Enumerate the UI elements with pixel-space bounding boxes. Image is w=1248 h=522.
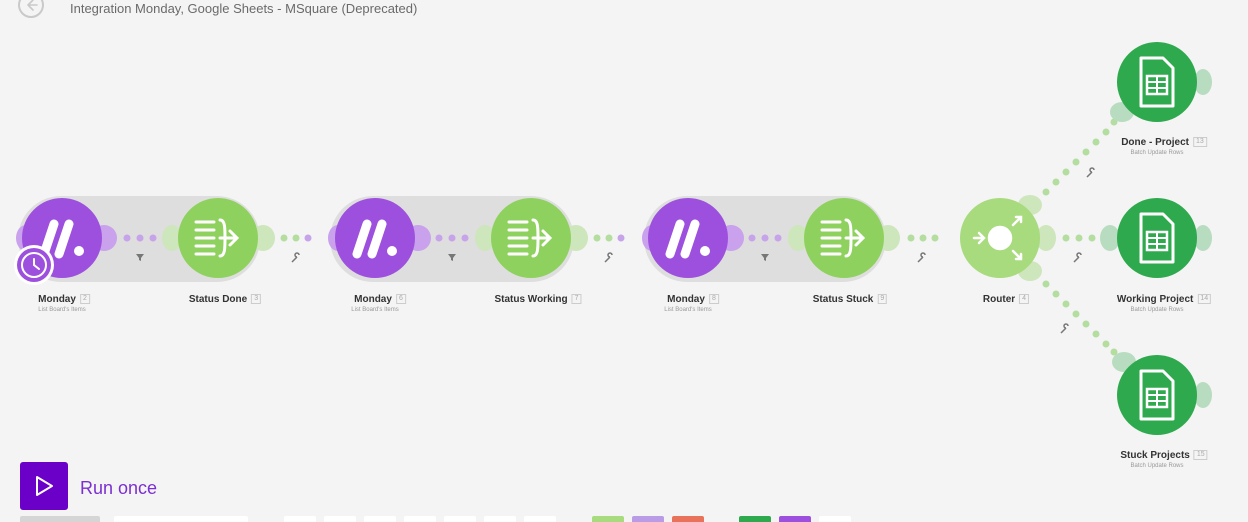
wrench-icon[interactable] xyxy=(1073,252,1082,263)
module-stuck-projects[interactable] xyxy=(1112,352,1212,435)
text-parser-button[interactable] xyxy=(672,516,704,522)
toolbar-button[interactable] xyxy=(404,516,436,522)
module-router[interactable] xyxy=(960,195,1056,281)
filter-icon[interactable] xyxy=(448,254,456,261)
back-button[interactable] xyxy=(18,0,44,18)
router-icon xyxy=(972,215,1023,261)
module-sublabel: List Board's Items xyxy=(664,307,712,313)
scenario-header: Integration Monday, Google Sheets - MSqu… xyxy=(0,0,1248,22)
toolbar-button[interactable] xyxy=(284,516,316,522)
sheets-favorite-button[interactable] xyxy=(739,516,771,522)
filter-icon[interactable] xyxy=(136,254,144,261)
monday-logo-icon xyxy=(352,219,397,259)
module-sublabel: Batch Update Rows xyxy=(1130,463,1184,469)
scenario-title: Integration Monday, Google Sheets - MSqu… xyxy=(70,1,418,16)
google-sheets-icon xyxy=(1139,56,1175,108)
toolbar-button[interactable] xyxy=(524,516,556,522)
wrench-icon[interactable] xyxy=(1086,167,1095,178)
connectors xyxy=(123,118,1118,356)
bottom-toolbar xyxy=(0,516,1248,522)
filter-icon[interactable] xyxy=(761,254,769,261)
scheduling-toggle[interactable] xyxy=(20,516,100,522)
monday-favorite-button[interactable] xyxy=(779,516,811,522)
module-sublabel: List Board's Items xyxy=(351,307,399,313)
add-favorite-button[interactable] xyxy=(819,516,851,522)
flow-control-button[interactable] xyxy=(632,516,664,522)
module-sublabel: Batch Update Rows xyxy=(1130,150,1184,156)
toolbar-button[interactable] xyxy=(484,516,516,522)
module-status-stuck[interactable] xyxy=(788,198,900,278)
monday-logo-icon xyxy=(665,219,710,259)
run-once-button[interactable] xyxy=(20,462,68,510)
arrow-left-icon xyxy=(27,0,38,11)
module-status-working[interactable] xyxy=(475,198,588,278)
text-aggregator-icon xyxy=(194,218,240,258)
run-once-label[interactable]: Run once xyxy=(80,478,158,498)
module-monday-2[interactable] xyxy=(328,198,431,278)
tools-button[interactable] xyxy=(592,516,624,522)
toolbar-button[interactable] xyxy=(324,516,356,522)
module-status-done[interactable] xyxy=(162,198,275,278)
text-aggregator-icon xyxy=(820,218,866,258)
scheduling-dropdown[interactable] xyxy=(114,516,248,522)
wrench-icon[interactable] xyxy=(917,252,926,263)
module-sublabel: Batch Update Rows xyxy=(1130,307,1184,313)
play-icon xyxy=(36,476,53,496)
text-aggregator-icon xyxy=(507,218,553,258)
wrench-icon[interactable] xyxy=(604,252,613,263)
wrench-icon[interactable] xyxy=(1060,323,1069,334)
module-working-project[interactable] xyxy=(1100,198,1212,278)
google-sheets-icon xyxy=(1139,212,1175,264)
module-monday-3[interactable] xyxy=(642,198,744,278)
module-done-project[interactable] xyxy=(1110,42,1212,122)
module-sublabel: List Board's Items xyxy=(38,307,86,313)
toolbar-button[interactable] xyxy=(364,516,396,522)
wrench-icon[interactable] xyxy=(291,252,300,263)
toolbar-button[interactable] xyxy=(444,516,476,522)
schedule-clock-icon[interactable] xyxy=(14,245,54,285)
google-sheets-icon xyxy=(1139,369,1175,421)
